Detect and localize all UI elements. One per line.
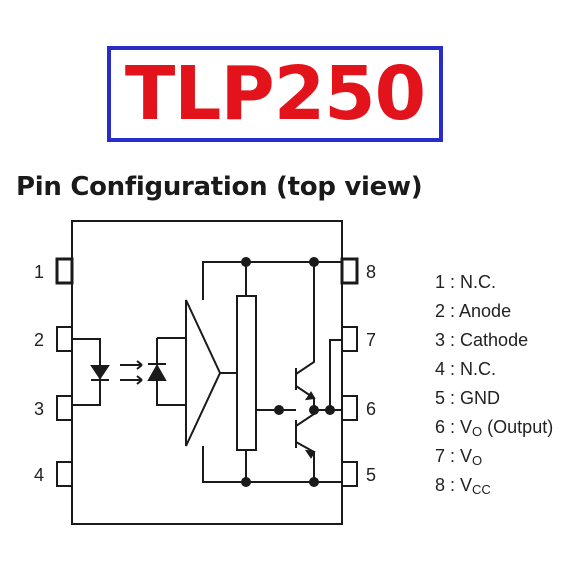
pin-number: 4 bbox=[34, 465, 44, 485]
pin-7-lead bbox=[341, 326, 358, 352]
junction-dot bbox=[309, 405, 319, 415]
vcc-rail bbox=[202, 261, 342, 300]
photodiode bbox=[147, 363, 167, 381]
pin-list-item: 2 : Anode bbox=[435, 301, 512, 321]
pin-1-lead bbox=[55, 257, 74, 285]
pin-list-item: 6 : VO (Output) bbox=[435, 417, 554, 439]
pin-list-item: 1 : N.C. bbox=[435, 272, 497, 292]
subtitle: Pin Configuration (top view) bbox=[16, 172, 423, 202]
pin-number: 3 bbox=[34, 399, 44, 419]
junction-dot bbox=[241, 257, 251, 267]
pin-list-item: 4 : N.C. bbox=[435, 359, 497, 379]
package-outline bbox=[71, 220, 343, 525]
title-box: TLP250 bbox=[107, 46, 443, 142]
photodiode-wire bbox=[156, 337, 186, 406]
pin-8-lead bbox=[340, 257, 359, 285]
pin-number: 7 bbox=[366, 330, 376, 350]
junction-dot bbox=[309, 477, 319, 487]
pin-2-lead bbox=[56, 326, 73, 352]
pin-list: 1 : N.C. 2 : Anode 3 : Cathode 4 : N.C. … bbox=[435, 268, 553, 500]
title: TLP250 bbox=[124, 51, 426, 137]
pin-5-lead bbox=[341, 461, 358, 487]
pin-list-item: 7 : VO bbox=[435, 446, 483, 468]
upper-transistor bbox=[295, 262, 315, 410]
junction-dot bbox=[241, 477, 251, 487]
pin-3-lead bbox=[56, 395, 73, 421]
light-arrows bbox=[120, 364, 142, 381]
junction-dot bbox=[274, 405, 284, 415]
pin-list-item: 5 : GND bbox=[435, 388, 501, 408]
pin-number: 5 bbox=[366, 465, 376, 485]
pin-4-lead bbox=[56, 461, 73, 487]
led-diode bbox=[90, 365, 110, 380]
junction-dot bbox=[325, 405, 335, 415]
resistor-bar bbox=[236, 295, 257, 451]
lower-transistor bbox=[295, 410, 315, 482]
amplifier-triangle bbox=[185, 299, 222, 447]
gnd-rail bbox=[202, 446, 342, 483]
pin-number: 6 bbox=[366, 399, 376, 419]
pin7-wire bbox=[329, 339, 342, 410]
pin-number: 8 bbox=[366, 262, 376, 282]
pin-number: 1 bbox=[34, 262, 44, 282]
pin-list-item: 3 : Cathode bbox=[435, 330, 529, 350]
pin-list-item: 8 : VCC bbox=[435, 475, 491, 497]
pin-number: 2 bbox=[34, 330, 44, 350]
junction-dot bbox=[309, 257, 319, 267]
pin-6-lead bbox=[341, 395, 358, 421]
